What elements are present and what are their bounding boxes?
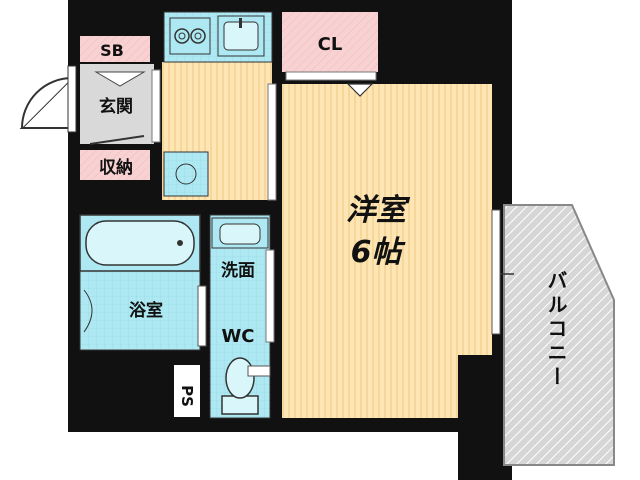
balcony-window [491,209,501,335]
toilet-icon [221,357,259,415]
label-yoshitsu: 洋室 [346,193,411,228]
label-balcony: バルコニー [544,270,568,390]
closet-door-arrow [346,83,374,97]
kitchen [162,11,277,201]
bathroom-door [197,285,207,347]
fridge-space [163,151,209,197]
label-ps: PS [178,385,196,407]
western-room [282,83,501,418]
entrance [19,64,161,144]
label-size: 6帖 [351,235,407,270]
stove-icon [169,17,211,55]
bathroom [79,214,207,351]
wash-basin-icon [211,217,269,249]
label-yokushitsu: 浴室 [129,300,163,321]
label-genkan: 玄関 [99,96,133,117]
washroom [209,214,275,419]
bathtub-icon [79,214,201,272]
closet [282,12,378,81]
balcony [484,204,615,466]
shoe-box [80,36,150,62]
label-wc: WC [221,326,254,347]
label-shuno: 収納 [99,157,133,178]
sliding-door [267,83,277,201]
pipe-space [174,365,200,417]
kitchen-sink-icon [217,15,265,57]
label-cl: CL [318,34,343,55]
label-sb: SB [100,41,124,60]
storage [80,135,150,180]
label-senmen: 洗面 [221,260,255,281]
